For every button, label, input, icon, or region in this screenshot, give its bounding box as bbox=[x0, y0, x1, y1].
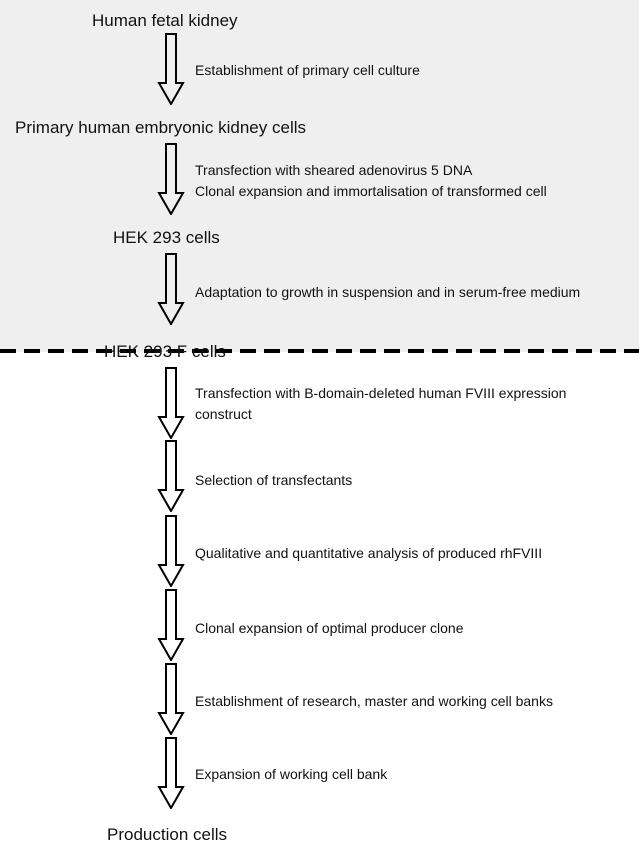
shaded-region bbox=[0, 0, 639, 352]
step-label: Selection of transfectants bbox=[195, 470, 352, 491]
step-label: Transfection with B-domain-deleted human… bbox=[195, 383, 566, 425]
step-label-line: Transfection with sheared adenovirus 5 D… bbox=[195, 162, 473, 178]
step-label-line: Establishment of primary cell culture bbox=[195, 62, 420, 78]
step-label-line: Clonal expansion of optimal producer clo… bbox=[195, 620, 464, 636]
node-hek293-cells: HEK 293 cells bbox=[113, 228, 220, 247]
step-label-line: construct bbox=[195, 406, 252, 422]
down-arrow-icon bbox=[157, 367, 185, 439]
step-label-line: Transfection with B-domain-deleted human… bbox=[195, 385, 567, 401]
node-primary-hek-cells: Primary human embryonic kidney cells bbox=[15, 118, 306, 137]
step-label: Adaptation to growth in suspension and i… bbox=[195, 282, 580, 303]
dashed-divider-line bbox=[0, 348, 639, 354]
step-label-line: Clonal expansion and immortalisation of … bbox=[195, 183, 547, 199]
node-production-cells: Production cells bbox=[107, 825, 228, 844]
node-human-fetal-kidney: Human fetal kidney bbox=[92, 11, 238, 30]
node-hek293f-cells: HEK 293 F cells bbox=[104, 342, 226, 361]
step-label-line: Qualitative and quantitative analysis of… bbox=[195, 545, 543, 561]
step-label: Establishment of primary cell culture bbox=[195, 60, 420, 81]
step-label: Clonal expansion of optimal producer clo… bbox=[195, 618, 464, 639]
step-label: Expansion of working cell bank bbox=[195, 764, 387, 785]
step-label-line: Adaptation to growth in suspension and i… bbox=[195, 284, 581, 300]
down-arrow-icon bbox=[157, 515, 185, 587]
down-arrow-icon bbox=[157, 663, 185, 735]
step-label: Transfection with sheared adenovirus 5 D… bbox=[195, 160, 547, 202]
down-arrow-icon bbox=[157, 143, 185, 215]
step-label-line: Expansion of working cell bank bbox=[195, 766, 388, 782]
step-label-line: Selection of transfectants bbox=[195, 472, 353, 488]
down-arrow-icon bbox=[157, 737, 185, 809]
step-label-line: Establishment of research, master and wo… bbox=[195, 693, 553, 709]
down-arrow-icon bbox=[157, 440, 185, 512]
step-label: Establishment of research, master and wo… bbox=[195, 691, 553, 712]
down-arrow-icon bbox=[157, 33, 185, 105]
step-label: Qualitative and quantitative analysis of… bbox=[195, 543, 542, 564]
down-arrow-icon bbox=[157, 589, 185, 661]
down-arrow-icon bbox=[157, 253, 185, 325]
